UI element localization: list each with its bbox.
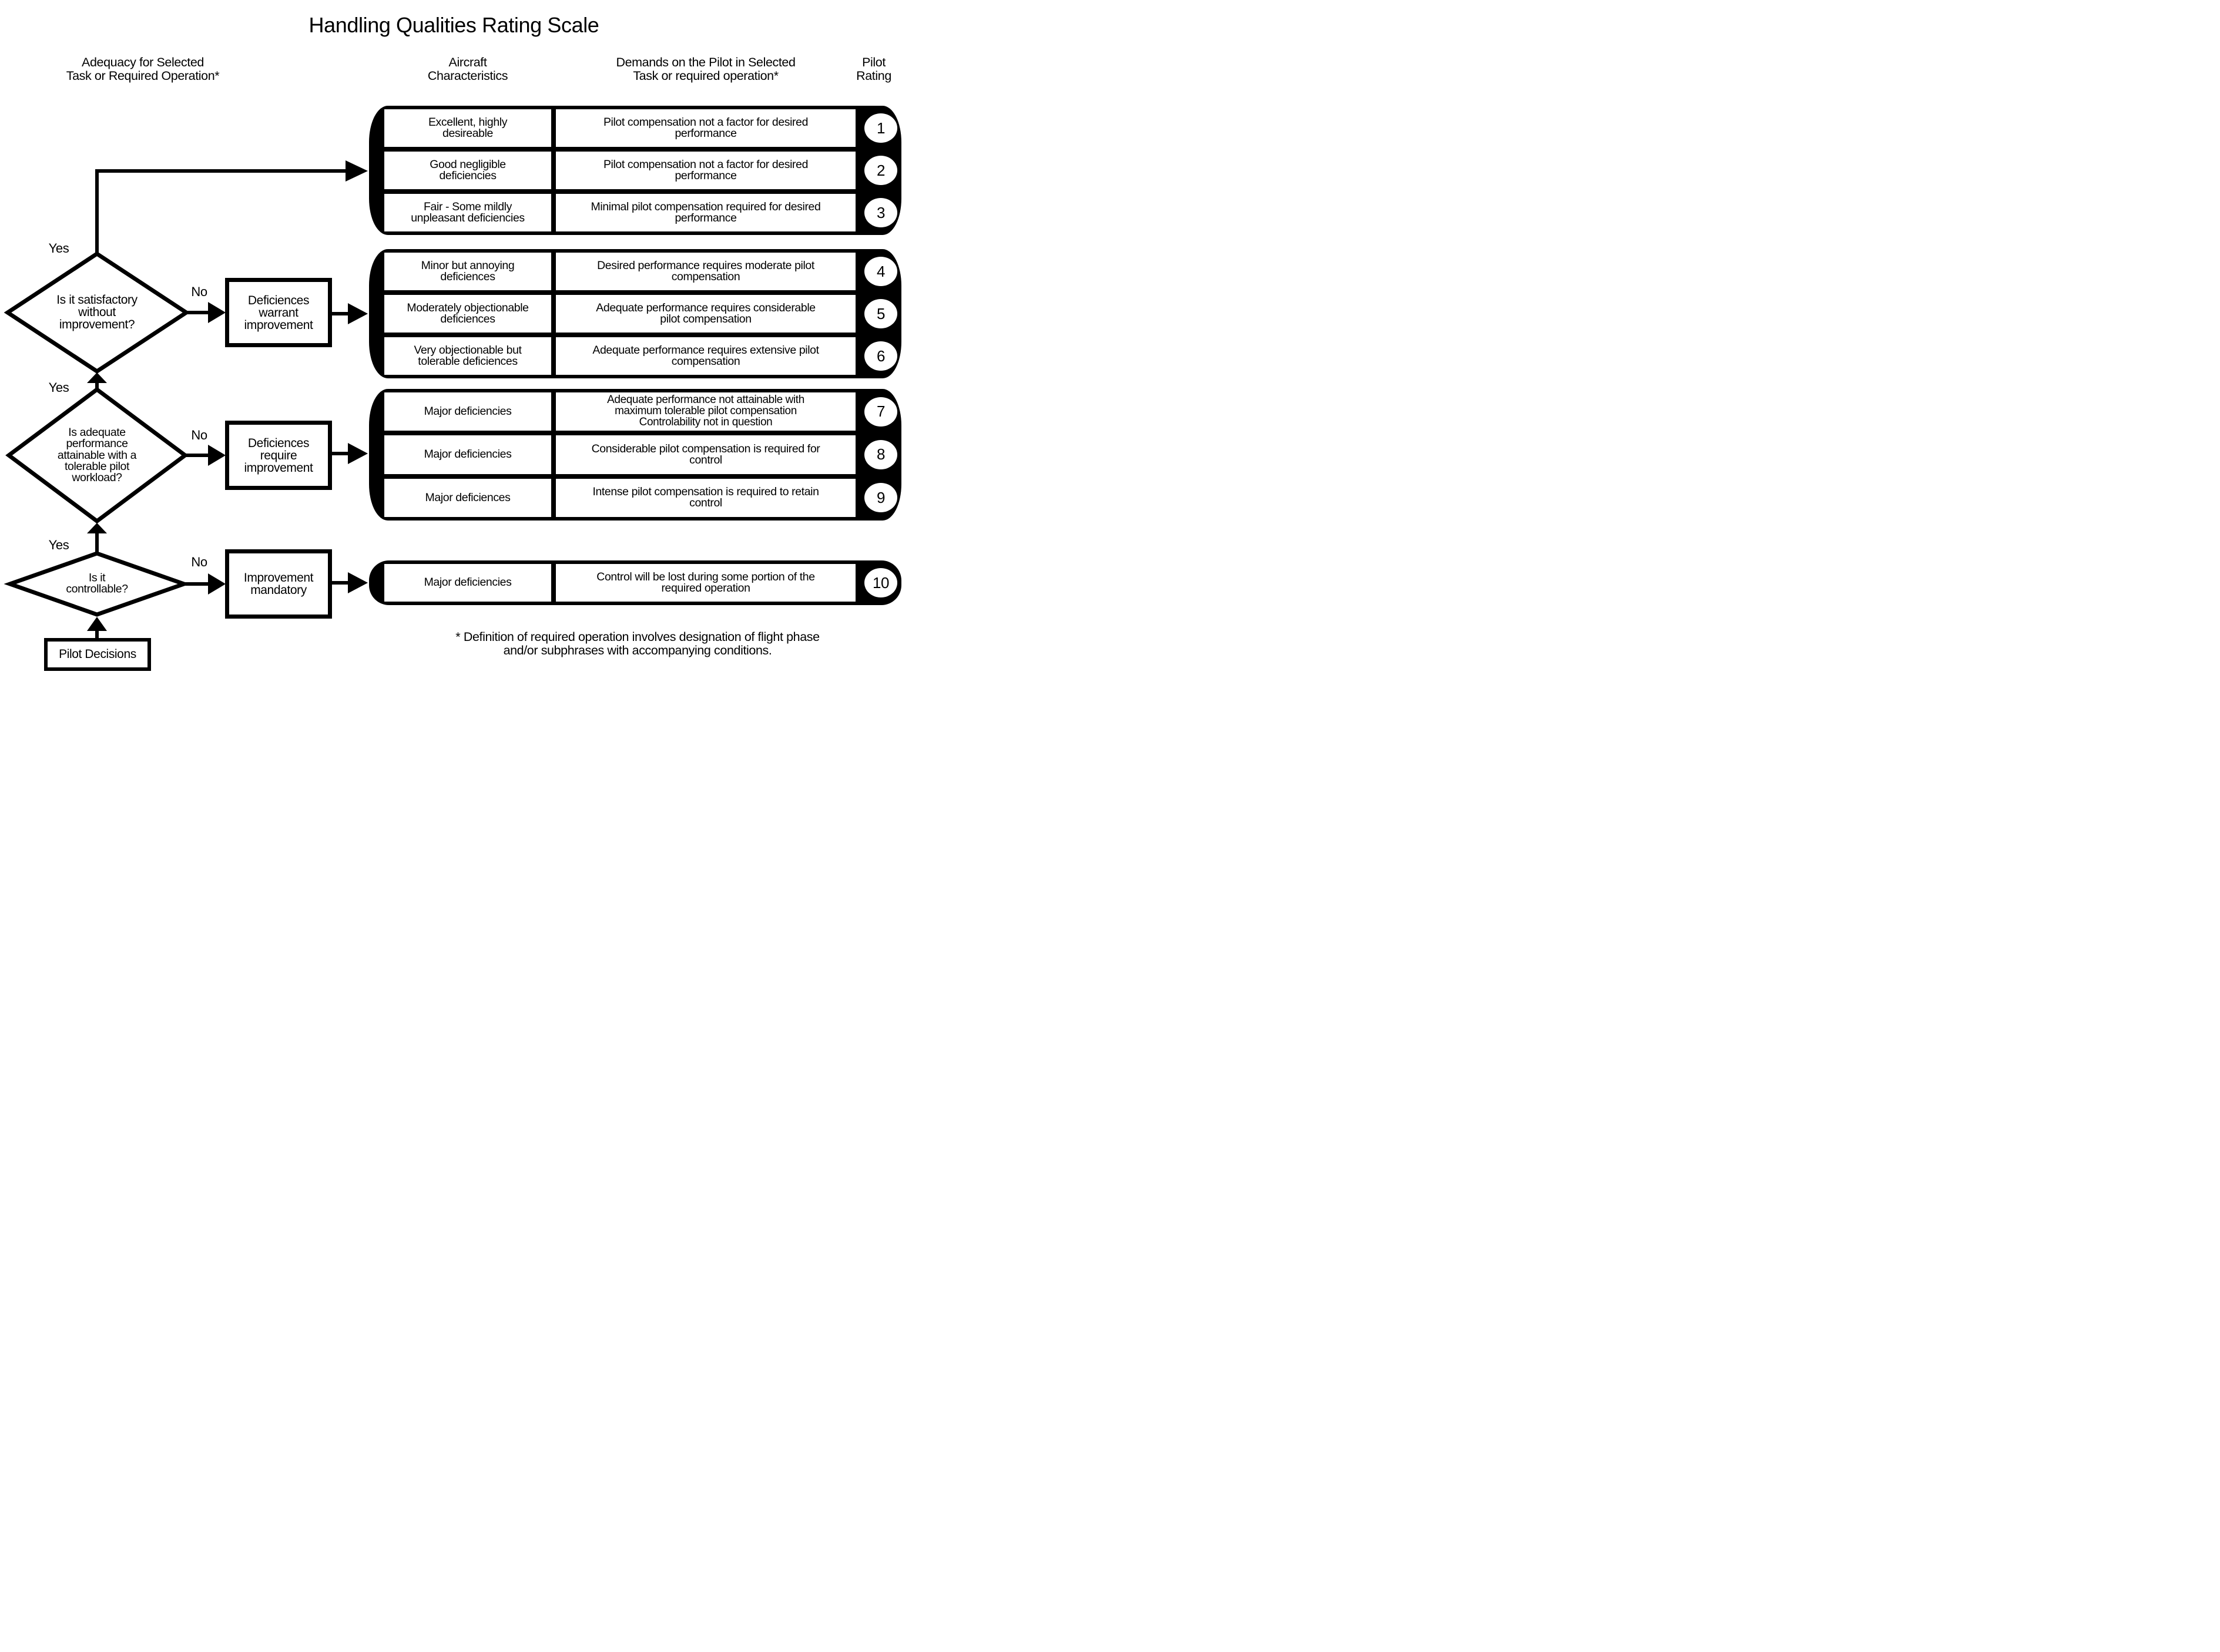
rating-circle: 5 <box>864 299 897 328</box>
yes-label: Yes <box>48 380 69 395</box>
connector-yes-1 <box>95 169 346 254</box>
rating-group-7-9: Major deficiencies Adequate performance … <box>369 389 901 521</box>
no-label: No <box>191 555 207 569</box>
decision-diamond-1 <box>4 251 190 374</box>
decision-diamond-3 <box>4 551 190 617</box>
yes-label: Yes <box>48 241 69 256</box>
table-row: Major deficiencies Control will be lost … <box>384 564 901 602</box>
column-header-adequacy: Adequacy for Selected Task or Required O… <box>66 55 220 83</box>
decision-question-controllable: Is it controllable? <box>66 571 128 596</box>
demands-cell: Desired performance requires moderate pi… <box>556 253 856 290</box>
demands-cell: Adequate performance not attainable with… <box>556 392 856 431</box>
rating-circle: 1 <box>864 113 897 143</box>
column-header-aircraft-characteristics: Aircraft Characteristics <box>427 55 508 83</box>
table-row: Major deficiencies Adequate performance … <box>384 392 901 431</box>
arrowhead-icon <box>348 572 368 593</box>
demands-cell: Control will be lost during some portion… <box>556 564 856 602</box>
rating-circle: 10 <box>864 568 897 597</box>
arrowhead-icon <box>348 443 368 464</box>
aircraft-cell: Excellent, highly desireable <box>384 109 551 147</box>
table-row: Major deficiences Intense pilot compensa… <box>384 478 901 517</box>
arrowhead-icon <box>208 445 226 466</box>
aircraft-cell: Moderately objectionable deficiences <box>384 295 551 333</box>
demands-cell: Adequate performance requires considerab… <box>556 295 856 333</box>
no-label: No <box>191 284 207 299</box>
demands-cell: Intense pilot compensation is required t… <box>556 478 856 517</box>
decision-question-satisfactory: Is it satisfactory without improvement? <box>56 293 138 331</box>
rating-group-4-6: Minor but annoying deficiences Desired p… <box>369 249 901 378</box>
arrowhead-icon <box>346 160 368 182</box>
aircraft-cell: Very objectionable but tolerable deficie… <box>384 337 551 375</box>
rating-group-10: Major deficiencies Control will be lost … <box>369 560 901 605</box>
aircraft-cell: Major deficiences <box>384 478 551 517</box>
flowchart-connectors <box>4 160 368 638</box>
footnote: * Definition of required operation invol… <box>455 630 820 658</box>
demands-cell: Minimal pilot compensation required for … <box>556 194 856 231</box>
rating-circle: 7 <box>864 397 897 427</box>
action-box-deficiences-require-improvement: Deficiences require improvement <box>225 421 332 490</box>
rating-group-1-3: Excellent, highly desireable Pilot compe… <box>369 106 901 235</box>
column-header-pilot-rating: Pilot Rating <box>856 55 891 83</box>
aircraft-cell: Major deficiencies <box>384 564 551 602</box>
aircraft-cell: Good negligible deficiencies <box>384 152 551 189</box>
table-row: Moderately objectionable deficiences Ade… <box>384 295 901 333</box>
handling-qualities-rating-scale-diagram: Handling Qualities Rating Scale Adequacy… <box>0 0 908 676</box>
column-header-demands-on-pilot: Demands on the Pilot in Selected Task or… <box>616 55 796 83</box>
demands-cell: Pilot compensation not a factor for desi… <box>556 152 856 189</box>
aircraft-cell: Minor but annoying deficiences <box>384 253 551 290</box>
decision-diamond-2 <box>5 387 189 524</box>
arrowhead-icon <box>208 573 226 595</box>
action-box-improvement-mandatory: Improvement mandatory <box>225 549 332 619</box>
arrowhead-icon <box>87 372 107 383</box>
decision-question-adequate-performance: Is adequate performance attainable with … <box>57 425 137 484</box>
rating-circle: 4 <box>864 257 897 286</box>
page-title: Handling Qualities Rating Scale <box>308 13 599 37</box>
table-row: Major deficiencies Considerable pilot co… <box>384 435 901 474</box>
rating-circle: 6 <box>864 341 897 371</box>
table-row: Minor but annoying deficiences Desired p… <box>384 253 901 290</box>
rating-circle: 2 <box>864 156 897 185</box>
rating-circle: 8 <box>864 439 897 469</box>
demands-cell: Adequate performance requires extensive … <box>556 337 856 375</box>
arrowhead-icon <box>87 617 107 631</box>
action-box-deficiences-warrant-improvement: Deficiences warrant improvement <box>225 278 332 347</box>
arrowhead-icon <box>208 302 226 323</box>
yes-label: Yes <box>48 538 69 552</box>
rating-circle: 3 <box>864 198 897 227</box>
arrowhead-icon <box>348 303 368 324</box>
demands-cell: Pilot compensation not a factor for desi… <box>556 109 856 147</box>
table-row: Very objectionable but tolerable deficie… <box>384 337 901 375</box>
demands-cell: Considerable pilot compensation is requi… <box>556 435 856 474</box>
no-label: No <box>191 428 207 442</box>
pilot-decisions-box: Pilot Decisions <box>44 638 151 671</box>
rating-circle: 9 <box>864 483 897 513</box>
aircraft-cell: Major deficiencies <box>384 435 551 474</box>
table-row: Excellent, highly desireable Pilot compe… <box>384 109 901 147</box>
arrowhead-icon <box>87 523 107 533</box>
aircraft-cell: Fair - Some mildly unpleasant deficienci… <box>384 194 551 231</box>
table-row: Good negligible deficiencies Pilot compe… <box>384 152 901 189</box>
table-row: Fair - Some mildly unpleasant deficienci… <box>384 194 901 231</box>
aircraft-cell: Major deficiencies <box>384 392 551 431</box>
